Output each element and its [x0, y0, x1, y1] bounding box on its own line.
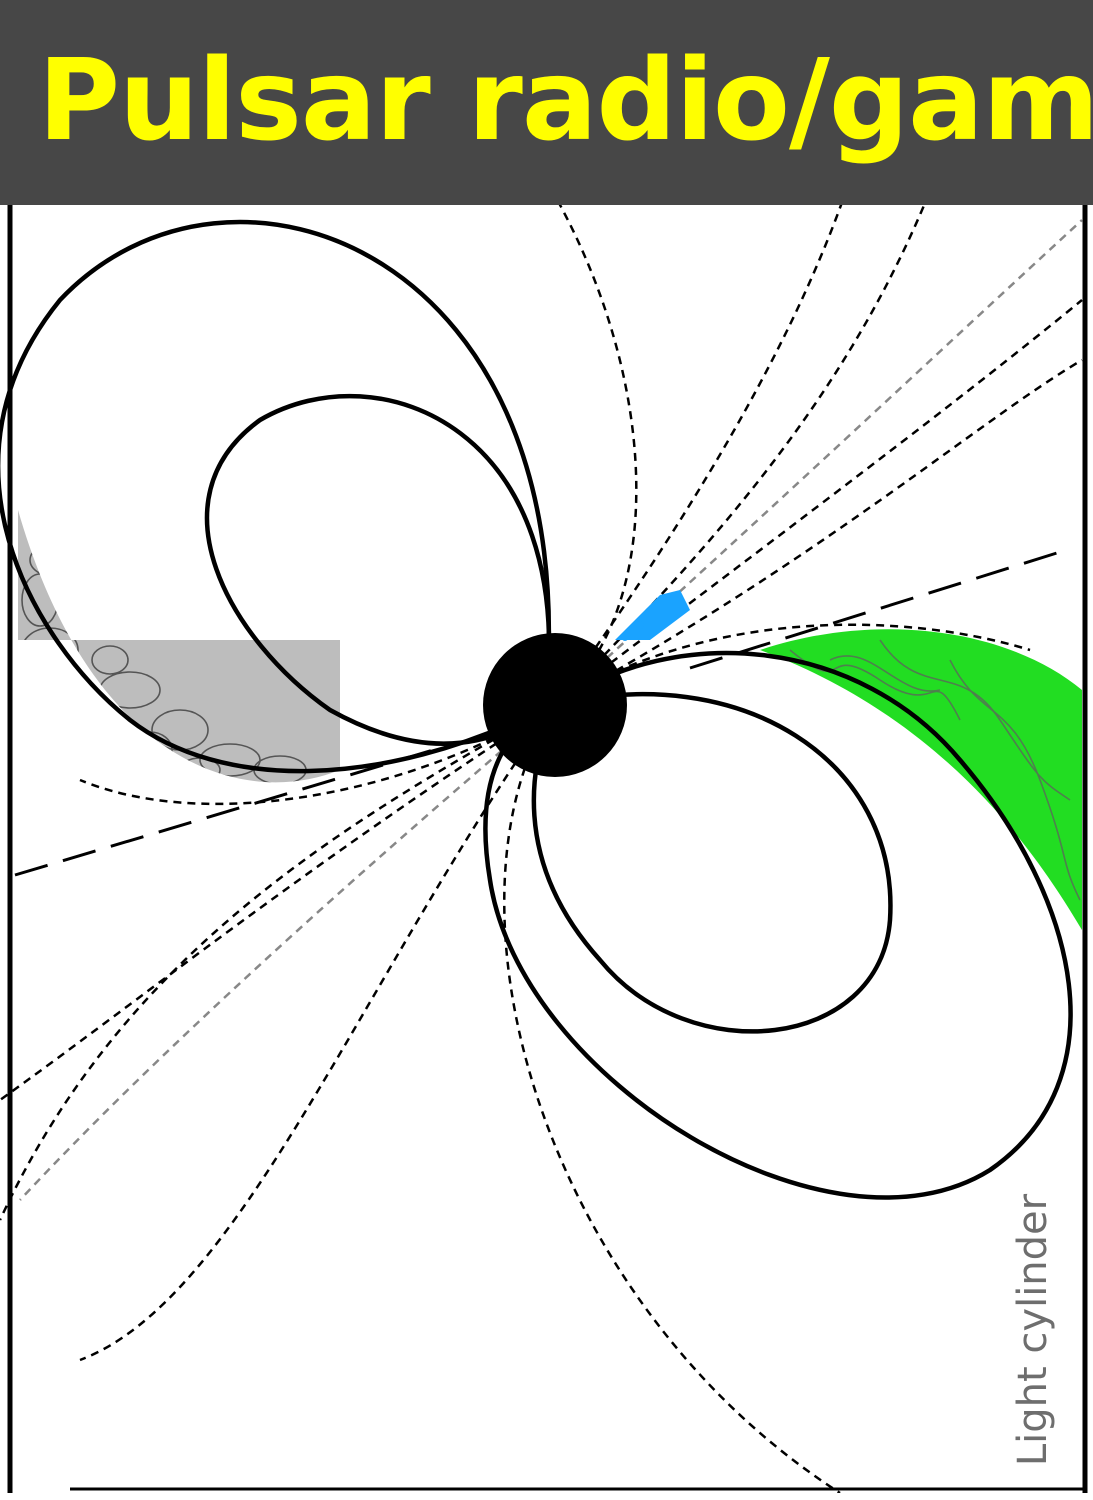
- neutron-star-icon: [483, 633, 627, 777]
- diagram-title: Pulsar radio/gamm: [38, 36, 1093, 166]
- radio-emission-region: [615, 590, 690, 641]
- title-banner: Pulsar radio/gamm: [0, 0, 1093, 205]
- closed-field-loops: [0, 219, 1073, 1200]
- light-cylinder-label: Light cylinder: [1010, 1193, 1056, 1467]
